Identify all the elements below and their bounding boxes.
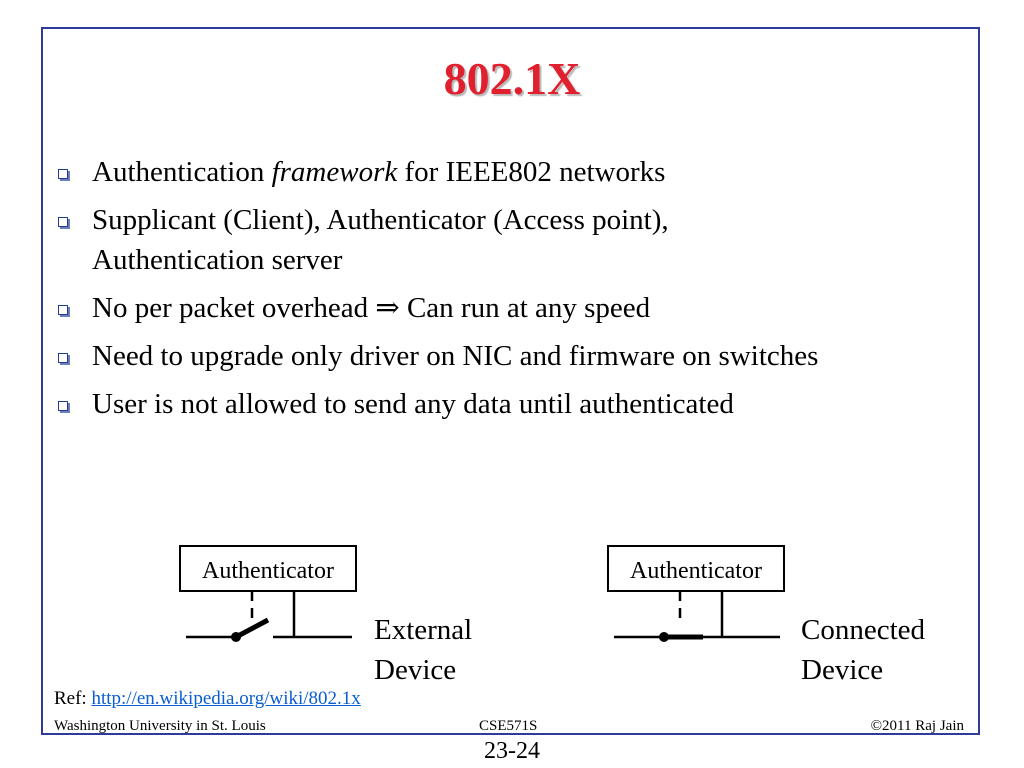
bullet-text: User is not allowed to send any data unt…: [92, 388, 734, 420]
square-bullet-icon: [58, 217, 68, 227]
authenticator-label-left: Authenticator: [202, 558, 334, 584]
bullet-item: Supplicant (Client), Authenticator (Acce…: [52, 200, 972, 280]
open-switch-blade: [234, 617, 270, 640]
slide-title: 802.1X: [443, 53, 581, 104]
bullet-text: No per packet overhead ⇒ Can run at any …: [92, 292, 651, 324]
square-bullet-icon: [58, 169, 68, 179]
caption-line: Connected: [801, 614, 926, 646]
reference: Ref: http://en.wikipedia.org/wiki/802.1x: [54, 688, 361, 710]
bullet-emphasis: framework: [271, 156, 398, 188]
bullet-text: for IEEE802 networks: [397, 156, 666, 188]
caption-line: Device: [801, 654, 884, 686]
bullet-text: Need to upgrade only driver on NIC and f…: [92, 340, 819, 372]
square-bullet-icon: [58, 353, 68, 363]
page-number: 23-24: [484, 738, 540, 764]
footer-course: CSE571S: [479, 718, 538, 734]
footer-copyright: ©2011 Raj Jain: [870, 718, 964, 734]
bullet-text: Authentication server: [92, 244, 343, 276]
authenticator-box-left: [179, 545, 357, 592]
bullet-item: User is not allowed to send any data unt…: [52, 384, 972, 424]
bullet-item: Need to upgrade only driver on NIC and f…: [52, 336, 972, 376]
square-bullet-icon: [58, 401, 68, 411]
connected-device-caption: Connected Device: [801, 610, 925, 690]
slide-frame: [41, 27, 980, 735]
square-bullet-icon: [58, 305, 68, 315]
caption-line: Device: [374, 654, 457, 686]
authenticator-box-right: [607, 545, 785, 592]
bullet-item: No per packet overhead ⇒ Can run at any …: [52, 288, 972, 328]
bullet-text: Supplicant (Client), Authenticator (Acce…: [92, 204, 669, 236]
reference-label: Ref:: [54, 688, 92, 709]
reference-link[interactable]: http://en.wikipedia.org/wiki/802.1x: [91, 688, 361, 709]
authenticator-label-right: Authenticator: [630, 558, 762, 584]
authenticator-open-switch: Authenticator: [179, 545, 357, 642]
authenticator-closed-switch: Authenticator: [607, 545, 785, 642]
bullet-text: Authentication: [92, 156, 272, 188]
bullet-list: Authentication framework for IEEE802 net…: [52, 152, 972, 432]
bullet-item: Authentication framework for IEEE802 net…: [52, 152, 972, 192]
caption-line: External: [374, 614, 473, 646]
external-device-caption: External Device: [374, 610, 472, 690]
footer-institution: Washington University in St. Louis: [54, 718, 266, 734]
